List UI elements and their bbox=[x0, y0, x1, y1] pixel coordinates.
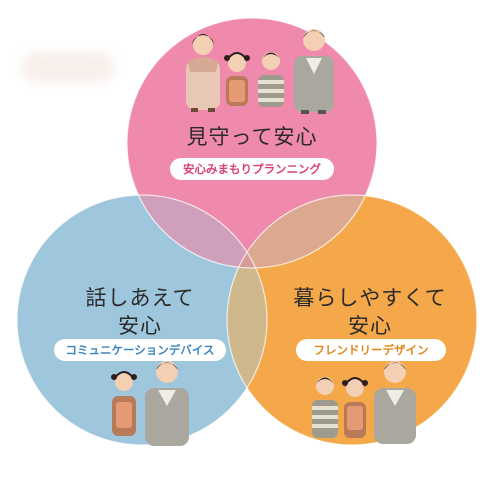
circle-outlines bbox=[16, 17, 478, 446]
right-circle-title-line1: 暮らしやすくて bbox=[293, 286, 447, 310]
blurred-decoration bbox=[22, 52, 114, 82]
right-circle-title: 暮らしやすくて 安心 bbox=[282, 284, 458, 341]
right-circle-title-line2: 安心 bbox=[348, 314, 392, 339]
left-circle-title-line1: 話しあえて bbox=[85, 286, 195, 310]
overlap-top-left bbox=[127, 195, 267, 268]
left-circle-title-line2: 安心 bbox=[118, 314, 162, 339]
overlap-top-right bbox=[227, 195, 377, 268]
left-circle-subtitle-pill: コミュニケーションデバイス bbox=[54, 339, 226, 361]
grandfather-child-figures-icon bbox=[111, 361, 189, 446]
left-circle-title: 話しあえて 安心 bbox=[50, 284, 230, 341]
family-figures-icon bbox=[186, 29, 334, 114]
top-circle-subtitle-pill: 安心みまもりプランニング bbox=[170, 158, 334, 180]
right-circle-subtitle-pill: フレンドリーデザイン bbox=[296, 339, 446, 361]
top-circle-title: 見守って安心 bbox=[186, 125, 318, 149]
three-person-figures-icon bbox=[312, 361, 416, 444]
